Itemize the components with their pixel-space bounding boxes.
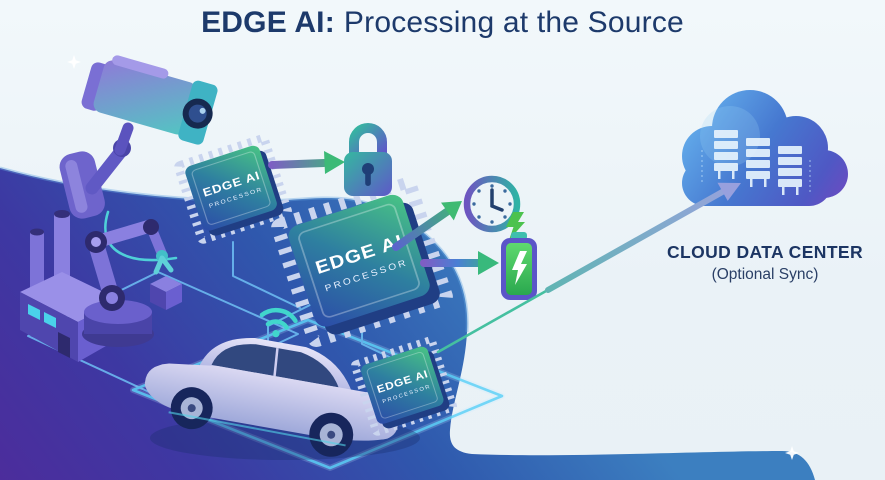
edge-chip-main: EDGE AI PROCESSOR	[277, 182, 447, 342]
cloud-data-center	[682, 90, 848, 206]
arrow-latency	[392, 201, 462, 251]
security-camera-icon	[59, 55, 218, 219]
wifi-icon	[259, 307, 298, 338]
title-emphasis: EDGE AI:	[201, 6, 335, 39]
arrow-security	[268, 151, 345, 174]
arrow-cloud-sync	[436, 182, 741, 354]
autonomous-car-icon	[144, 307, 400, 457]
edge-chip-camera: EDGE AI PROCESSOR	[178, 138, 288, 241]
robot-arm-icon	[82, 219, 182, 347]
cloud-label: CLOUD DATA CENTER	[667, 242, 863, 262]
battery-icon	[501, 232, 537, 300]
clock-icon	[463, 175, 525, 240]
lock-icon	[344, 123, 392, 196]
arrow-power	[420, 251, 499, 275]
page-title: EDGE AI:Processing at the Source	[0, 6, 885, 40]
cloud-sublabel: (Optional Sync)	[712, 266, 819, 283]
lightning-icon	[512, 251, 527, 285]
title-text: Processing at the Source	[343, 6, 684, 39]
sparkle-icon	[67, 55, 81, 69]
lightning-icon	[506, 212, 525, 240]
edge-chip-car: EDGE AI PROCESSOR	[354, 339, 453, 432]
server-rack-icon	[714, 130, 802, 195]
